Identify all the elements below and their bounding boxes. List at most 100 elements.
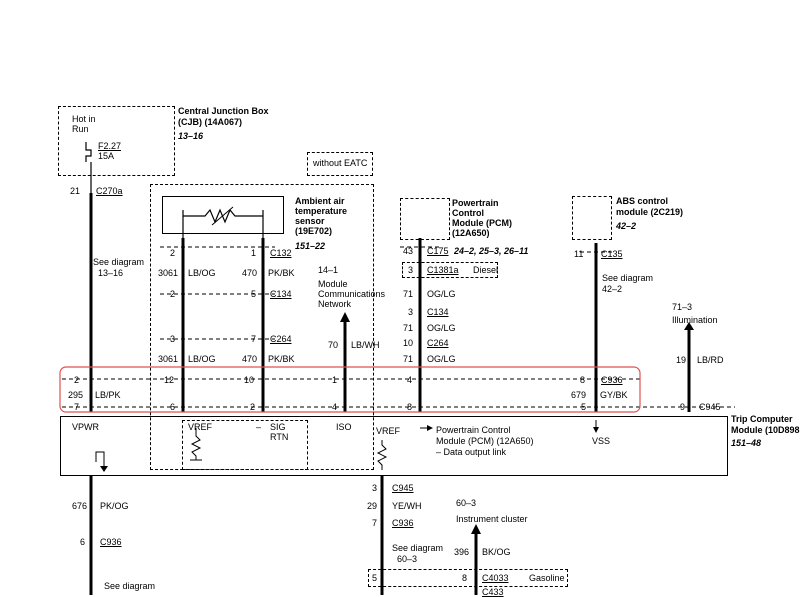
pcm-bot: 8 xyxy=(407,402,413,412)
tcm-sig: SIG xyxy=(270,422,286,432)
fuse-label: F2.27 xyxy=(98,141,122,151)
abs-line1: ABS control xyxy=(616,196,669,206)
see-left: See diagram xyxy=(93,257,145,267)
bl-see: See diagram xyxy=(104,581,156,591)
sensor-line4: (19E702) xyxy=(295,226,333,236)
tcm-vss: VSS xyxy=(592,436,611,446)
pcm-note-1: Powertrain Control xyxy=(436,425,511,435)
bm-conn2: C936 xyxy=(392,518,414,528)
network-ref: 14–1 xyxy=(318,265,339,275)
network-wire: 70 xyxy=(328,340,339,350)
sensor-color-l: LB/OG xyxy=(188,268,216,278)
bm-pin4: 8 xyxy=(462,573,468,583)
sensor-line1: Ambient air xyxy=(295,196,345,206)
pcm-wire1: 71 xyxy=(403,289,414,299)
sensor-wire-r: 470 xyxy=(242,268,258,278)
sensor-wire-l: 3061 xyxy=(158,268,179,278)
illum-pin: 9 xyxy=(680,402,686,412)
illum-color: LB/RD xyxy=(697,355,724,365)
bm-wire: 29 xyxy=(367,501,378,511)
bm-see-ref: 60–3 xyxy=(397,554,418,564)
sensor-pin-l1: 2 xyxy=(170,248,176,258)
tcm-ref: 151–48 xyxy=(731,438,762,448)
vss-conn: C936 xyxy=(601,375,623,385)
pcm-color1: OG/LG xyxy=(427,289,456,299)
abs-line2: module (2C219) xyxy=(616,207,684,217)
pcm-line4: (12A650) xyxy=(452,228,490,238)
cluster-label: Instrument cluster xyxy=(456,514,528,524)
sensor-pin-r3: 7 xyxy=(251,334,257,344)
sensor-top-l: 12 xyxy=(164,375,175,385)
vss-wire: 679 xyxy=(571,390,587,400)
sensor-pin-r1: 1 xyxy=(251,248,257,258)
pcm-line1: Powertrain xyxy=(452,198,499,208)
bm-conn4: C433 xyxy=(482,587,504,597)
bl-color: PK/OG xyxy=(100,501,129,511)
bm-see: See diagram xyxy=(392,543,444,553)
sensor-pin-l3: 3 xyxy=(170,334,176,344)
network-bot: 4 xyxy=(332,402,338,412)
bm-pin3: 5 xyxy=(372,573,378,583)
cjb-hot: Hot in xyxy=(72,114,96,124)
bm-gasoline: Gasoline xyxy=(529,573,565,583)
sensor-line3: sensor xyxy=(295,216,325,226)
sensor-internal-box xyxy=(182,420,308,470)
abs-ref: 42–2 xyxy=(616,221,637,231)
sensor-pin-r2: 5 xyxy=(251,289,257,299)
pcm-conn1: C175 xyxy=(427,246,449,256)
cluster-arrow xyxy=(471,524,481,534)
vss-bot: 5 xyxy=(581,402,587,412)
sensor-pin-l2: 2 xyxy=(170,289,176,299)
pcm-pin2: 3 xyxy=(408,265,414,275)
tcm-vref: VREF xyxy=(188,422,213,432)
pcm-box xyxy=(400,198,450,240)
pcm-wire3: 71 xyxy=(403,354,414,364)
pcm-line3: Module (PCM) xyxy=(452,218,512,228)
vss-color: GY/BK xyxy=(600,390,628,400)
abs-conn: C135 xyxy=(601,249,623,259)
cjb-title: Central Junction Box xyxy=(178,106,269,116)
cjb-connector: C270a xyxy=(96,186,123,196)
tcm-vpwr: VPWR xyxy=(72,422,99,432)
pcm-pin1: 43 xyxy=(403,246,414,256)
see-left-ref: 13–16 xyxy=(98,268,124,278)
cluster-wire: 396 xyxy=(454,547,470,557)
pcm-conn4: C264 xyxy=(427,338,449,348)
pcm-note-3: – Data output link xyxy=(436,447,507,457)
pcm-color3: OG/LG xyxy=(427,354,456,364)
illumination-arrow xyxy=(684,322,694,330)
bm-pin1: 3 xyxy=(372,483,378,493)
without-eatc-box xyxy=(307,152,373,176)
cjb-pin: 21 xyxy=(70,186,81,196)
pcm-line2: Control xyxy=(452,208,484,218)
pcm-color2: OG/LG xyxy=(427,323,456,333)
vpwr-wire: 295 xyxy=(68,390,84,400)
cjb-subtitle: (CJB) (14A067) xyxy=(178,117,243,127)
tcm-subtitle: Module (10D898 xyxy=(731,425,800,435)
illum-ref: 71–3 xyxy=(672,302,693,312)
cjb-run: Run xyxy=(72,124,89,134)
abs-see-ref: 42–2 xyxy=(602,284,623,294)
sensor-conn2: C134 xyxy=(270,289,292,299)
pcm-wire2: 71 xyxy=(403,323,414,333)
sensor-conn-top: C132 xyxy=(270,248,292,258)
pcm-top: 4 xyxy=(407,375,413,385)
sensor-box xyxy=(162,196,284,234)
pcm-pin3: 3 xyxy=(408,307,414,317)
sensor-wire-r2: 470 xyxy=(242,354,258,364)
abs-box xyxy=(572,196,612,240)
illum-wire: 19 xyxy=(676,355,687,365)
network-top: 1 xyxy=(332,375,338,385)
sensor-color-l2: LB/OG xyxy=(188,354,216,364)
highlight-box xyxy=(59,366,641,413)
cluster-color: BK/OG xyxy=(482,547,511,557)
sensor-bot-r: 2 xyxy=(250,402,256,412)
pcm-conn2: C1381a xyxy=(427,265,459,275)
cjb-ref: 13–16 xyxy=(178,131,204,141)
tcm-vref2: VREF xyxy=(376,426,401,436)
tcm-iso: ISO xyxy=(336,422,352,432)
bl-pin: 6 xyxy=(80,537,86,547)
bm-conn1: C945 xyxy=(392,483,414,493)
without-eatc-label: without EATC xyxy=(313,158,368,168)
